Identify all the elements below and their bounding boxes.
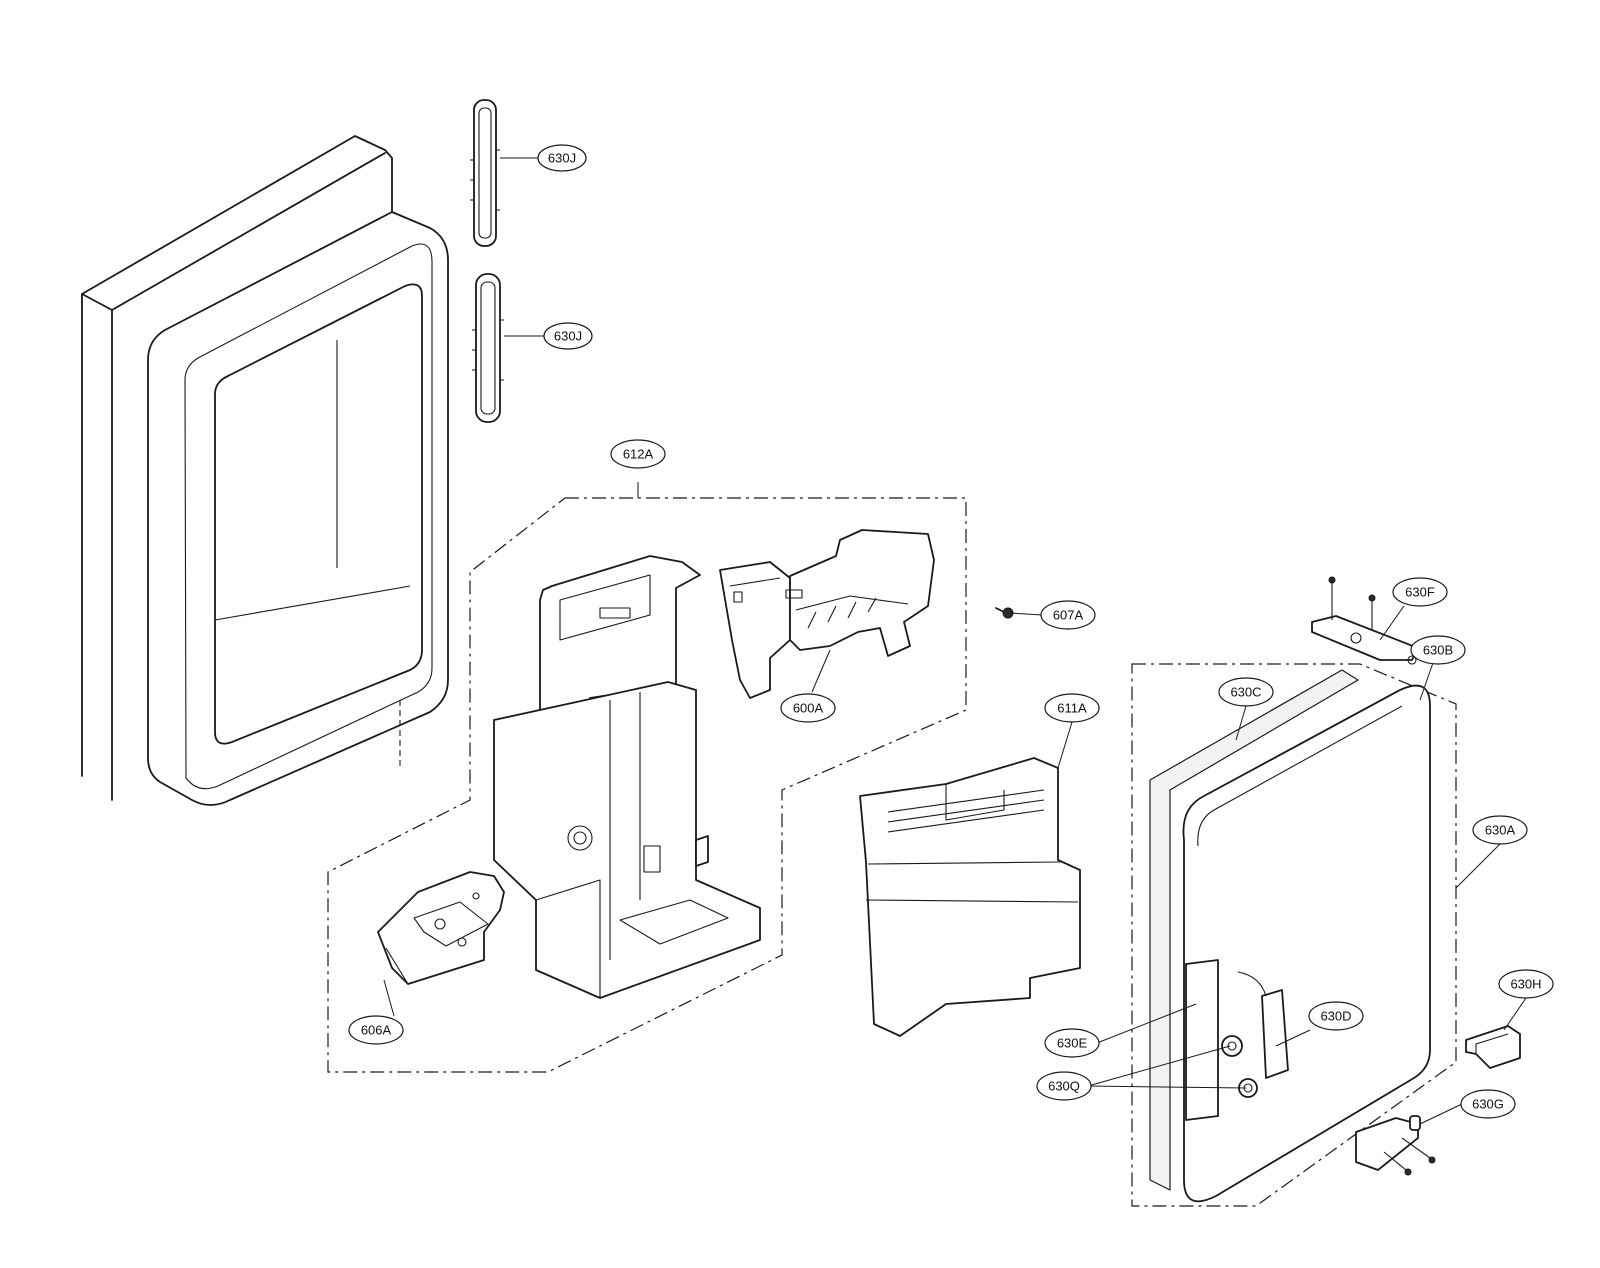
- callout-630j-bottom: 630J: [543, 322, 593, 350]
- leader-lines: [383, 157, 1527, 1125]
- callout-label: 630D: [1320, 1009, 1351, 1024]
- callout-label: 606A: [361, 1023, 392, 1038]
- callout-label: 600A: [793, 701, 824, 716]
- 630a-door-panel-drawing: [1149, 669, 1431, 1203]
- dispenser-housing-drawing: [493, 555, 761, 999]
- 607a-part-drawing: [995, 607, 1014, 619]
- callout-label: 611A: [1057, 701, 1087, 716]
- callout-label: 630J: [548, 151, 576, 166]
- 630a-door-assembly-boundary: [1131, 663, 1457, 1207]
- callout-label: 630C: [1230, 685, 1261, 700]
- callout-606a: 606A: [348, 1015, 404, 1045]
- 600a-part-drawing: [719, 529, 935, 699]
- callout-630a: 630A: [1472, 815, 1528, 845]
- callout-630c: 630C: [1218, 677, 1274, 707]
- 606a-part-drawing: [377, 871, 505, 985]
- callout-630f: 630F: [1392, 577, 1448, 607]
- callout-612a: 612A: [610, 439, 666, 469]
- callout-630e: 630E: [1044, 1028, 1100, 1058]
- callout-label: 630F: [1405, 585, 1435, 600]
- callout-630g: 630G: [1460, 1089, 1516, 1119]
- callout-label: 630E: [1057, 1036, 1088, 1051]
- 612a-assembly-boundary: [327, 497, 967, 1073]
- 630j-top-part-drawing: [470, 99, 500, 247]
- freezer-door-drawing: [81, 135, 449, 806]
- callout-630h: 630H: [1498, 969, 1554, 999]
- 611a-part-drawing: [859, 757, 1081, 1037]
- callout-label: 630A: [1485, 823, 1516, 838]
- callout-600a: 600A: [780, 693, 836, 723]
- callout-label: 630H: [1510, 977, 1541, 992]
- callout-611a: 611A: [1044, 693, 1100, 723]
- 630g-part-drawing: [1355, 1115, 1436, 1176]
- callout-label: 630G: [1472, 1097, 1504, 1112]
- callout-label: 607A: [1053, 608, 1084, 623]
- callout-label: 612A: [623, 447, 654, 462]
- callout-label: 630J: [554, 329, 582, 344]
- callout-label: 630Q: [1048, 1079, 1080, 1094]
- 630h-part-drawing: [1465, 1025, 1521, 1069]
- callout-label: 630B: [1423, 643, 1453, 658]
- callout-630b: 630B: [1410, 635, 1466, 665]
- 630f-part-drawing: [1311, 576, 1419, 665]
- callout-630d: 630D: [1308, 1001, 1364, 1031]
- callout-607a: 607A: [1040, 600, 1096, 630]
- 630j-bottom-part-drawing: [472, 273, 504, 423]
- callout-630j-top: 630J: [537, 144, 587, 172]
- callout-630q: 630Q: [1036, 1071, 1092, 1101]
